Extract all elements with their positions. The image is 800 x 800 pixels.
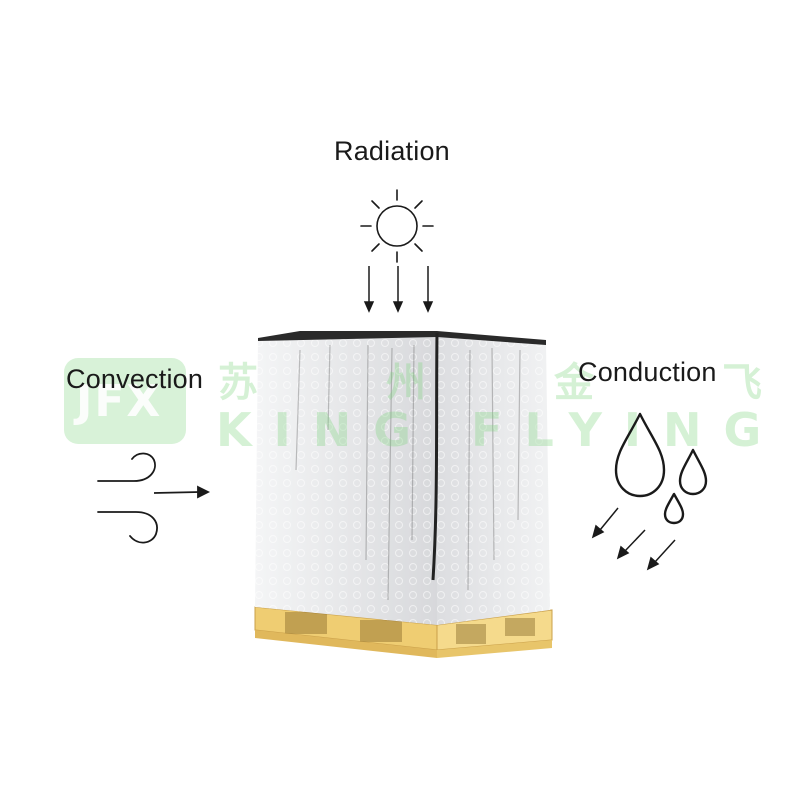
watermark-logo: JFX	[64, 358, 186, 444]
water-drops-icon	[614, 412, 708, 525]
radiation-label: Radiation	[334, 136, 450, 166]
cover-seam	[431, 332, 439, 581]
watermark-chinese: 苏州金飞信	[218, 361, 800, 405]
cover-top	[258, 331, 546, 345]
conduction-label: Conduction	[578, 357, 717, 387]
sun-icon	[360, 189, 434, 263]
pallet-base	[254, 606, 553, 658]
wind-icon	[97, 452, 158, 544]
watermark-logo-text: JFX	[76, 376, 163, 427]
radiation-arrows	[363, 266, 434, 313]
conduction-arrows	[591, 507, 676, 571]
watermark-english: KING FLYING	[216, 403, 784, 457]
convection-label: Convection	[66, 364, 204, 394]
convection-arrow	[153, 485, 211, 499]
